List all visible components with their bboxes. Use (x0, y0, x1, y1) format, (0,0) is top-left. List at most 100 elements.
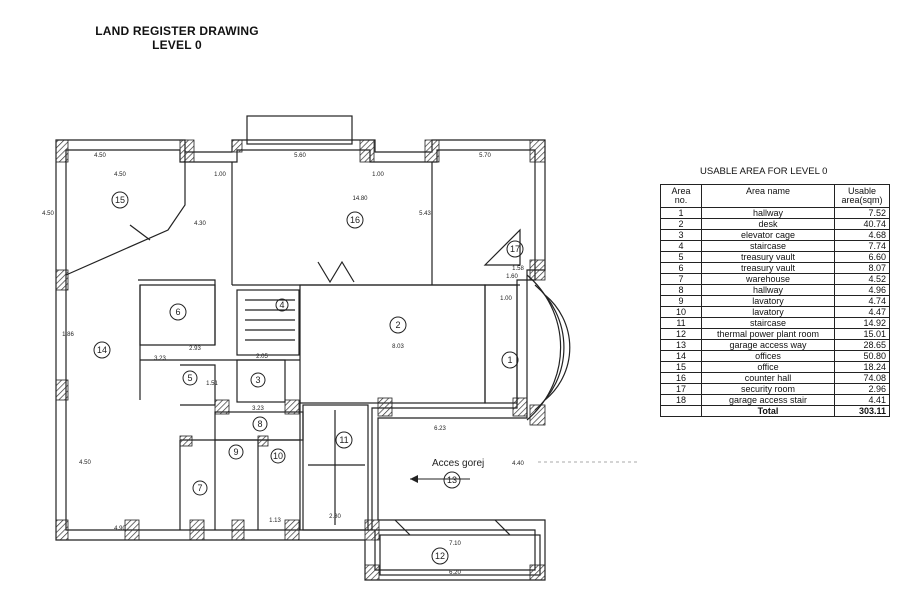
table-caption: USABLE AREA FOR LEVEL 0 (700, 166, 828, 177)
dimension-label: 1.60 (506, 274, 518, 280)
cell-name: warehouse (701, 273, 835, 285)
cell-no: 16 (660, 372, 702, 384)
cell-area: 28.65 (834, 339, 890, 351)
cell-no: 5 (660, 251, 702, 263)
cell-name: staircase (701, 317, 835, 329)
cell-no: 1 (660, 207, 702, 219)
dimension-label: 6.23 (434, 426, 446, 432)
dimension-label: 4.50 (42, 211, 54, 217)
dimension-label: 4.50 (79, 460, 91, 466)
dimension-label: 5.43 (419, 211, 431, 217)
cell-no: 12 (660, 328, 702, 340)
dimension-label: 6.20 (449, 570, 461, 576)
dimension-label: 3.23 (252, 406, 264, 412)
cell-no: 11 (660, 317, 702, 329)
dimension-label: 8.03 (392, 344, 404, 350)
cell-area: 6.60 (834, 251, 890, 263)
cell-area: 4.68 (834, 229, 890, 241)
cell-no: 9 (660, 295, 702, 307)
room-number: 11 (339, 435, 348, 445)
room-number: 4 (279, 300, 284, 310)
cell-no: 17 (660, 383, 702, 395)
room-number: 13 (447, 475, 457, 485)
room-numbers: 15 16 17 6 4 2 1 14 5 3 8 9 10 11 7 13 1… (97, 195, 520, 561)
annotation-text: Acces gorej (432, 458, 484, 469)
cell-name: lavatory (701, 306, 835, 318)
cell-no: 15 (660, 361, 702, 373)
cell-name: elevator cage (701, 229, 835, 241)
room-number: 7 (197, 483, 202, 493)
cell-no: 6 (660, 262, 702, 274)
drawing-subtitle: LEVEL 0 (152, 38, 202, 52)
cell-name: counter hall (701, 372, 835, 384)
plan-walls (55, 115, 571, 581)
total-label: Total (701, 405, 835, 417)
cell-name: security room (701, 383, 835, 395)
dimension-label: 4.50 (94, 153, 106, 159)
room-number: 12 (435, 551, 445, 561)
room-number: 14 (97, 345, 107, 355)
dimension-label: 4.30 (194, 221, 206, 227)
room-number: 15 (115, 195, 125, 205)
cell-area: 7.74 (834, 240, 890, 252)
dimension-label: 5.60 (294, 153, 306, 159)
dimension-label: 1.13 (269, 518, 281, 524)
room-number: 6 (175, 307, 180, 317)
cell-name: desk (701, 218, 835, 230)
dimension-label: 3.23 (154, 356, 166, 362)
cell-area: 40.74 (834, 218, 890, 230)
dimension-label: 14.80 (352, 196, 368, 202)
garage-access-annotation: Acces gorej (410, 458, 640, 483)
dimension-label: 1.58 (512, 266, 524, 272)
cell-area: 4.74 (834, 295, 890, 307)
cell-name: garage access way (701, 339, 835, 351)
cell-no: 4 (660, 240, 702, 252)
col-header-area: Usable area(sqm) (834, 184, 890, 208)
dimension-label: 1.86 (62, 332, 74, 338)
cell-area: 50.80 (834, 350, 890, 362)
cell-area: 4.47 (834, 306, 890, 318)
cell-name: staircase (701, 240, 835, 252)
cell-no: 7 (660, 273, 702, 285)
cell-name: offices (701, 350, 835, 362)
dimension-labels: 4.50 5.60 5.70 14.80 1.00 1.00 1.00 2.93… (42, 153, 524, 576)
cell-area: 4.52 (834, 273, 890, 285)
room-number: 2 (395, 320, 400, 330)
cell-area: 4.96 (834, 284, 890, 296)
col-header-name: Area name (701, 184, 835, 208)
cell-name: lavatory (701, 295, 835, 307)
cell-no: 14 (660, 350, 702, 362)
cell-area: 14.92 (834, 317, 890, 329)
dimension-label: 5.70 (479, 153, 491, 159)
plan-columns (55, 139, 546, 581)
dimension-label: 7.10 (449, 541, 461, 547)
room-number: 17 (510, 244, 520, 254)
room-number: 3 (255, 375, 260, 385)
room-markers (93, 191, 524, 565)
dimension-label: 2.80 (329, 514, 341, 520)
dimension-label: 4.90 (114, 526, 126, 532)
dimension-label: 1.00 (500, 296, 512, 302)
cell-name: office (701, 361, 835, 373)
dimension-label: 4.40 (512, 461, 524, 467)
room-number: 5 (187, 373, 192, 383)
cell-no: 10 (660, 306, 702, 318)
cell-name: thermal power plant room (701, 328, 835, 340)
cell-name: hallway (701, 284, 835, 296)
